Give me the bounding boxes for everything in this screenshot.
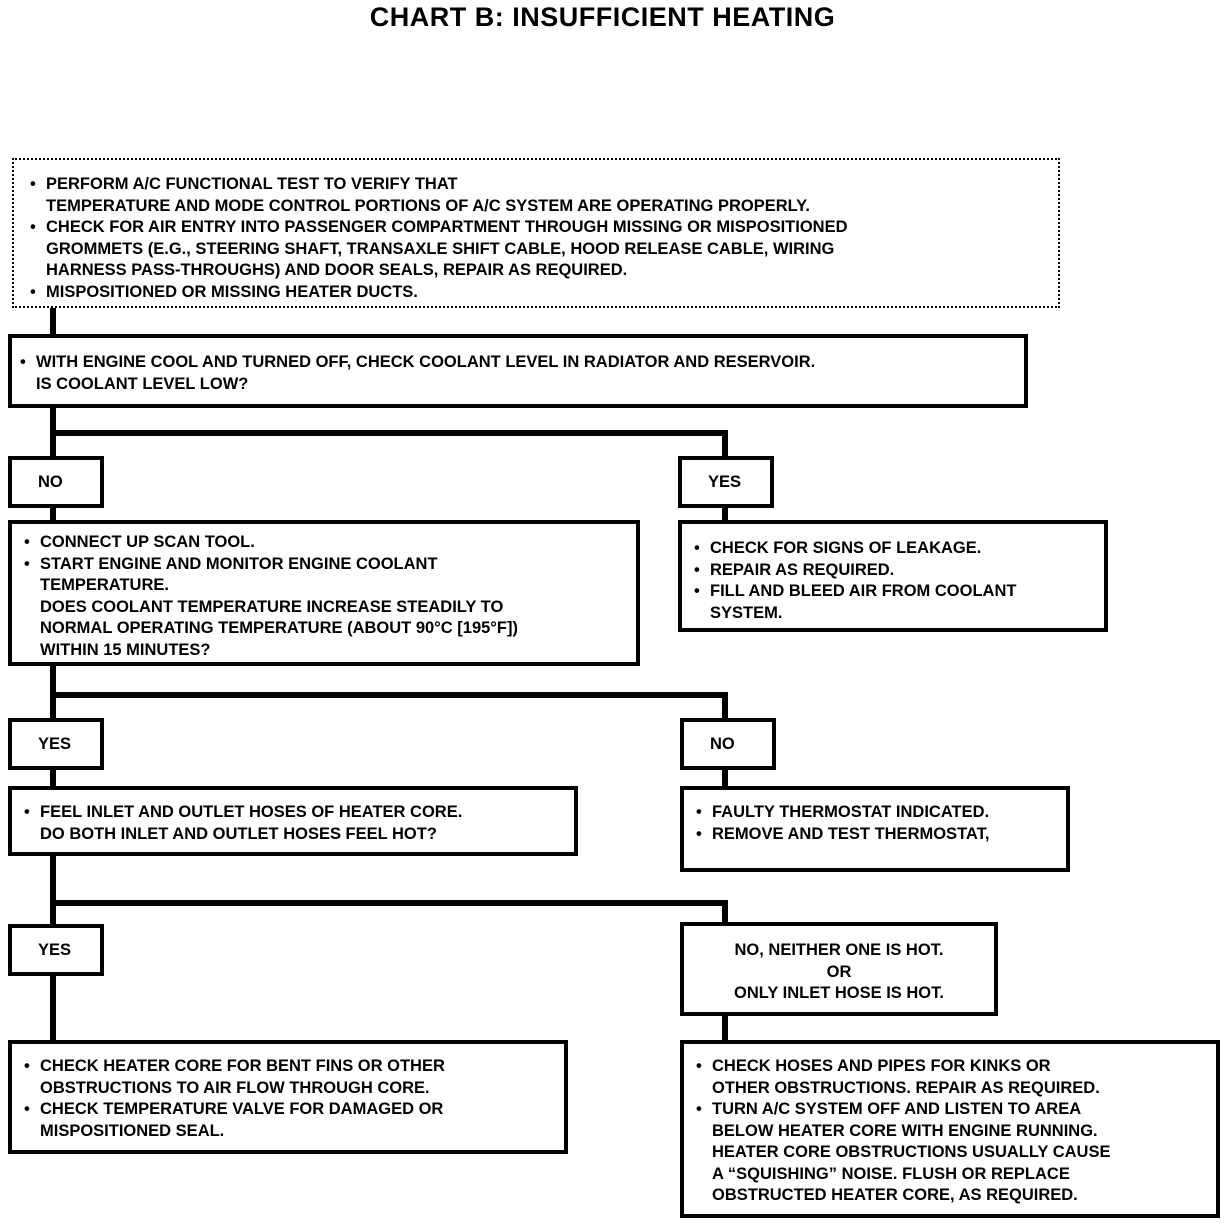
label-yes-temperature: YES xyxy=(8,718,104,770)
hose-kinks-item: CHECK HOSES AND PIPES FOR KINKS OR OTHER… xyxy=(694,1056,1216,1099)
connector-right-5 xyxy=(722,900,728,924)
label-neither-hot: NO, NEITHER ONE IS HOT. OR ONLY INLET HO… xyxy=(680,922,998,1016)
label-yes-coolant-text: YES xyxy=(708,472,742,491)
coolant-level-box: WITH ENGINE COOL AND TURNED OFF, CHECK C… xyxy=(8,334,1028,408)
thermostat-box: FAULTY THERMOSTAT INDICATED. REMOVE AND … xyxy=(680,786,1070,872)
hose-kinks-box: CHECK HOSES AND PIPES FOR KINKS OR OTHER… xyxy=(680,1040,1220,1218)
label-yes-temperature-text: YES xyxy=(38,734,72,753)
connector-main-7 xyxy=(50,972,56,1042)
scan-tool-item: START ENGINE AND MONITOR ENGINE COOLANT … xyxy=(22,554,636,662)
heater-core-box: CHECK HEATER CORE FOR BENT FINS OR OTHER… xyxy=(8,1040,568,1154)
thermostat-item: FAULTY THERMOSTAT INDICATED. xyxy=(694,802,1066,824)
leakage-item: CHECK FOR SIGNS OF LEAKAGE. xyxy=(692,538,1104,560)
connector-main-3 xyxy=(50,504,56,524)
label-no-coolant: NO xyxy=(8,456,104,508)
heater-core-item: CHECK TEMPERATURE VALVE FOR DAMAGED OR M… xyxy=(22,1099,564,1142)
initial-check-item: CHECK FOR AIR ENTRY INTO PASSENGER COMPA… xyxy=(28,217,1058,282)
connector-main-6 xyxy=(50,854,56,926)
connector-right-6 xyxy=(722,1012,728,1042)
connector-branch-3 xyxy=(50,900,728,906)
label-yes-coolant: YES xyxy=(678,456,774,508)
connector-right-3 xyxy=(722,692,728,720)
initial-check-item: PERFORM A/C FUNCTIONAL TEST TO VERIFY TH… xyxy=(28,174,1058,217)
connector-right-1 xyxy=(722,430,728,458)
initial-check-item: MISPOSITIONED OR MISSING HEATER DUCTS. xyxy=(28,282,1058,304)
heater-hoses-box: FEEL INLET AND OUTLET HOSES OF HEATER CO… xyxy=(8,786,578,856)
initial-checks-box: PERFORM A/C FUNCTIONAL TEST TO VERIFY TH… xyxy=(12,158,1060,308)
label-yes-hoses-text: YES xyxy=(38,940,72,959)
label-yes-hoses: YES xyxy=(8,924,104,976)
connector-right-2 xyxy=(722,504,728,524)
scan-tool-item: CONNECT UP SCAN TOOL. xyxy=(22,532,636,554)
coolant-level-item: WITH ENGINE COOL AND TURNED OFF, CHECK C… xyxy=(18,352,1024,395)
leakage-box: CHECK FOR SIGNS OF LEAKAGE. REPAIR AS RE… xyxy=(678,520,1108,632)
leakage-item: FILL AND BLEED AIR FROM COOLANT SYSTEM. xyxy=(692,581,1104,624)
connector-main-5 xyxy=(50,766,56,790)
label-no-temperature-text: NO xyxy=(710,734,735,753)
chart-title: CHART B: INSUFFICIENT HEATING xyxy=(369,2,836,32)
hose-kinks-item: TURN A/C SYSTEM OFF AND LISTEN TO AREA B… xyxy=(694,1099,1216,1207)
scan-tool-box: CONNECT UP SCAN TOOL. START ENGINE AND M… xyxy=(8,520,640,666)
connector-right-4 xyxy=(722,766,728,790)
label-no-coolant-text: NO xyxy=(38,472,63,491)
connector-branch-2 xyxy=(50,692,728,698)
heater-hoses-item: FEEL INLET AND OUTLET HOSES OF HEATER CO… xyxy=(22,802,574,845)
label-no-temperature: NO xyxy=(680,718,776,770)
leakage-item: REPAIR AS REQUIRED. xyxy=(692,560,1104,582)
connector-branch-1 xyxy=(50,430,728,436)
connector-main-1 xyxy=(50,306,56,336)
heater-core-item: CHECK HEATER CORE FOR BENT FINS OR OTHER… xyxy=(22,1056,564,1099)
thermostat-item: REMOVE AND TEST THERMOSTAT, xyxy=(694,824,1066,846)
